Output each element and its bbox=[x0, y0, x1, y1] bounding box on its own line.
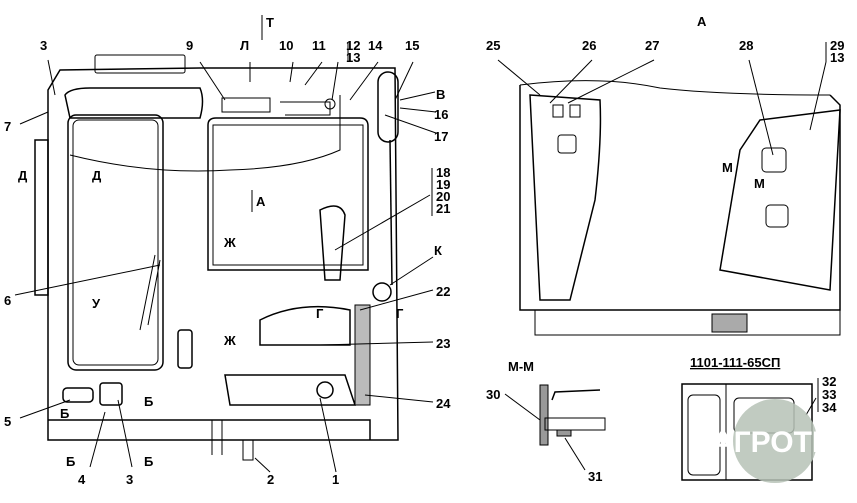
label-3a: 3 bbox=[40, 38, 47, 53]
label-b1: Б bbox=[144, 394, 153, 409]
label-30: 30 bbox=[486, 387, 500, 402]
label-g2: Г bbox=[396, 306, 404, 321]
label-4: 4 bbox=[78, 472, 86, 487]
label-21: 21 bbox=[436, 201, 450, 216]
label-14: 14 bbox=[368, 38, 383, 53]
label-9: 9 bbox=[186, 38, 193, 53]
watermark-logo: АГРОТКА bbox=[712, 426, 852, 459]
kit-drawing: АГРОТКА 1101-111-65СП 32 33 34 bbox=[681, 355, 852, 483]
label-29: 29 bbox=[830, 38, 844, 53]
label-32: 32 bbox=[822, 374, 836, 389]
view-a-title: А bbox=[697, 14, 707, 29]
label-m2: М bbox=[754, 176, 765, 191]
label-20: 20 bbox=[436, 189, 450, 204]
label-24: 24 bbox=[436, 396, 451, 411]
label-22: 22 bbox=[436, 284, 450, 299]
label-33: 33 bbox=[822, 387, 836, 402]
label-2: 2 bbox=[267, 472, 274, 487]
label-16: 16 bbox=[434, 107, 448, 122]
label-34: 34 bbox=[822, 400, 837, 415]
label-u: У bbox=[92, 296, 101, 311]
view-a: А 25 26 27 28 29 13 М М bbox=[486, 14, 844, 336]
label-7: 7 bbox=[4, 119, 11, 134]
label-b3: Б bbox=[66, 454, 75, 469]
label-t: Т bbox=[266, 15, 274, 30]
label-b2: Б bbox=[60, 406, 69, 421]
label-a: А bbox=[256, 194, 266, 209]
label-15: 15 bbox=[405, 38, 419, 53]
label-zh1: Ж bbox=[223, 235, 236, 250]
label-13-view-a: 13 bbox=[830, 50, 844, 65]
label-d2: Д bbox=[92, 168, 102, 183]
label-5: 5 bbox=[4, 414, 11, 429]
label-18: 18 bbox=[436, 165, 450, 180]
label-11: 11 bbox=[312, 38, 326, 53]
kit-title: 1101-111-65СП bbox=[690, 355, 780, 370]
label-m1: М bbox=[722, 160, 733, 175]
leader-lines bbox=[14, 15, 437, 473]
label-zh2: Ж bbox=[223, 333, 236, 348]
label-17: 17 bbox=[434, 129, 448, 144]
label-d1: Д bbox=[18, 168, 28, 183]
label-26: 26 bbox=[582, 38, 596, 53]
section-mm-title: М-М bbox=[508, 359, 534, 374]
main-view-labels: Т 3 7 9 Л 10 11 12 13 14 15 В 16 17 Д Д … bbox=[4, 15, 451, 487]
label-6: 6 bbox=[4, 293, 11, 308]
label-v: В bbox=[436, 87, 445, 102]
label-l: Л bbox=[240, 38, 249, 53]
label-28: 28 bbox=[739, 38, 753, 53]
label-10: 10 bbox=[279, 38, 293, 53]
label-3b: 3 bbox=[126, 472, 133, 487]
label-19: 19 bbox=[436, 177, 450, 192]
label-13: 13 bbox=[346, 50, 360, 65]
label-k: К bbox=[434, 243, 442, 258]
label-27: 27 bbox=[645, 38, 659, 53]
label-12: 12 bbox=[346, 38, 360, 53]
label-b4: Б bbox=[144, 454, 153, 469]
label-g1: Г bbox=[316, 306, 324, 321]
cab-front-view bbox=[34, 54, 399, 461]
label-31: 31 bbox=[588, 469, 602, 484]
label-1: 1 bbox=[332, 472, 339, 487]
label-25: 25 bbox=[486, 38, 500, 53]
section-mm: М-М 30 31 bbox=[486, 359, 606, 484]
label-23: 23 bbox=[436, 336, 450, 351]
